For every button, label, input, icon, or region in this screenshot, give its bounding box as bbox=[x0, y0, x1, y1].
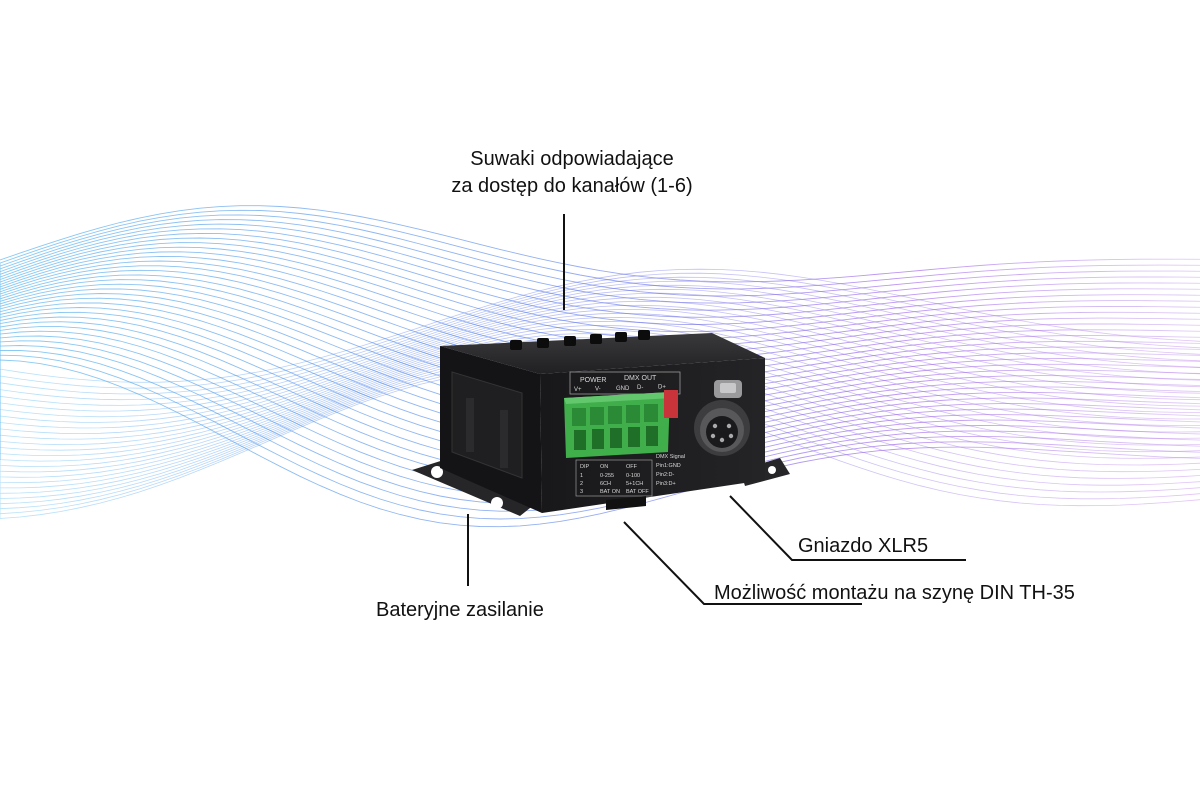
dip-cell: BAT ON bbox=[600, 489, 620, 495]
dip-cell: 1 bbox=[580, 473, 583, 479]
callout-sliders-line1: Suwaki odpowiadające bbox=[470, 148, 674, 170]
dmx-signal-line: DMX Signal bbox=[656, 454, 685, 460]
slider-3 bbox=[564, 336, 576, 346]
wave-line bbox=[0, 284, 1200, 406]
xlr5-connector bbox=[694, 380, 750, 456]
callout-xlr: Gniazdo XLR5 bbox=[798, 535, 929, 557]
flange-hole-left bbox=[431, 466, 443, 478]
dmx-signal-line: Pin3:D+ bbox=[656, 481, 676, 487]
wave-line bbox=[0, 237, 1200, 333]
dmx-signal-line: Pin1:GND bbox=[656, 463, 681, 469]
flange-hole-right bbox=[768, 466, 776, 474]
dmx-signal-line: Pin2:D- bbox=[656, 472, 675, 478]
wave-ribbon-light bbox=[0, 268, 1200, 519]
flange-hole-left-2 bbox=[491, 497, 503, 509]
wave-line bbox=[0, 214, 1200, 297]
wave-line bbox=[0, 296, 1200, 423]
wave-line bbox=[0, 276, 1200, 395]
dip-header: OFF bbox=[626, 464, 638, 470]
dip-cell: 0-255 bbox=[600, 473, 614, 479]
slider-2 bbox=[537, 338, 549, 348]
dip-switch bbox=[664, 390, 678, 418]
callout-leader-lines bbox=[467, 214, 966, 605]
wave-line bbox=[0, 209, 1200, 290]
terminal-label: GND bbox=[616, 386, 630, 392]
mounting-flange-left bbox=[412, 458, 540, 516]
callout-din-rail: Możliwość montażu na szynę DIN TH-35 bbox=[714, 582, 1075, 604]
wave-line bbox=[0, 329, 1200, 467]
dip-cell: 0-100 bbox=[626, 473, 640, 479]
wave-line bbox=[0, 219, 1200, 304]
wave-line bbox=[0, 300, 1200, 429]
wave-line bbox=[0, 320, 1200, 456]
wave-line bbox=[0, 324, 1200, 462]
callout-sliders: Suwaki odpowiadające za dostęp do kanałó… bbox=[412, 146, 732, 200]
wave-line bbox=[0, 333, 1200, 473]
dip-cell: BAT OFF bbox=[626, 489, 649, 495]
wave-line bbox=[0, 309, 1200, 440]
dip-cell: 3 bbox=[580, 489, 583, 495]
dip-cell: 6CH bbox=[600, 481, 611, 487]
wave-line bbox=[0, 242, 1200, 340]
wave-line bbox=[0, 280, 1200, 401]
wave-line bbox=[0, 232, 1200, 325]
slider-1 bbox=[510, 340, 522, 350]
wave-line bbox=[0, 304, 1200, 435]
terminal-block bbox=[564, 392, 672, 458]
wave-line bbox=[0, 268, 1200, 383]
wave-line bbox=[0, 292, 1200, 418]
wave-line bbox=[0, 316, 1200, 451]
label-dmx-out: DMX OUT bbox=[624, 375, 657, 382]
slider-4 bbox=[590, 334, 602, 344]
dip-cell: 5+1CH bbox=[626, 481, 643, 487]
dip-header: ON bbox=[600, 464, 608, 470]
wave-line bbox=[0, 272, 1200, 389]
din-rail-clip bbox=[606, 496, 646, 510]
dip-cell: 2 bbox=[580, 481, 583, 487]
callout-sliders-line2: za dostęp do kanałów (1-6) bbox=[451, 175, 693, 197]
wave-line bbox=[0, 205, 1200, 283]
dmx-controller-device: POWER DMX OUT V+ V- GND D- D+ DIP ON OFF 1 0-255… bbox=[412, 330, 790, 516]
terminal-label: D+ bbox=[658, 385, 666, 391]
terminal-label: V- bbox=[595, 386, 601, 392]
slider-5 bbox=[615, 332, 627, 342]
terminal-label: D- bbox=[637, 385, 643, 391]
terminal-label: V+ bbox=[574, 387, 582, 393]
channel-sliders bbox=[510, 330, 650, 350]
dip-header: DIP bbox=[580, 464, 590, 470]
wave-line bbox=[0, 288, 1200, 412]
wave-line bbox=[0, 312, 1200, 446]
wave-line bbox=[0, 228, 1200, 318]
slider-6 bbox=[638, 330, 650, 340]
leader-xlr bbox=[729, 495, 966, 561]
terminal-labels: V+ V- GND D- D+ bbox=[574, 385, 666, 393]
label-power: POWER bbox=[580, 377, 606, 384]
dip-table: DIP ON OFF 1 0-255 0-100 2 6CH 5+1CH 3 BAT ON BAT O… bbox=[575, 459, 653, 497]
leader-din bbox=[623, 521, 862, 605]
callout-battery: Bateryjne zasilanie bbox=[376, 599, 544, 621]
